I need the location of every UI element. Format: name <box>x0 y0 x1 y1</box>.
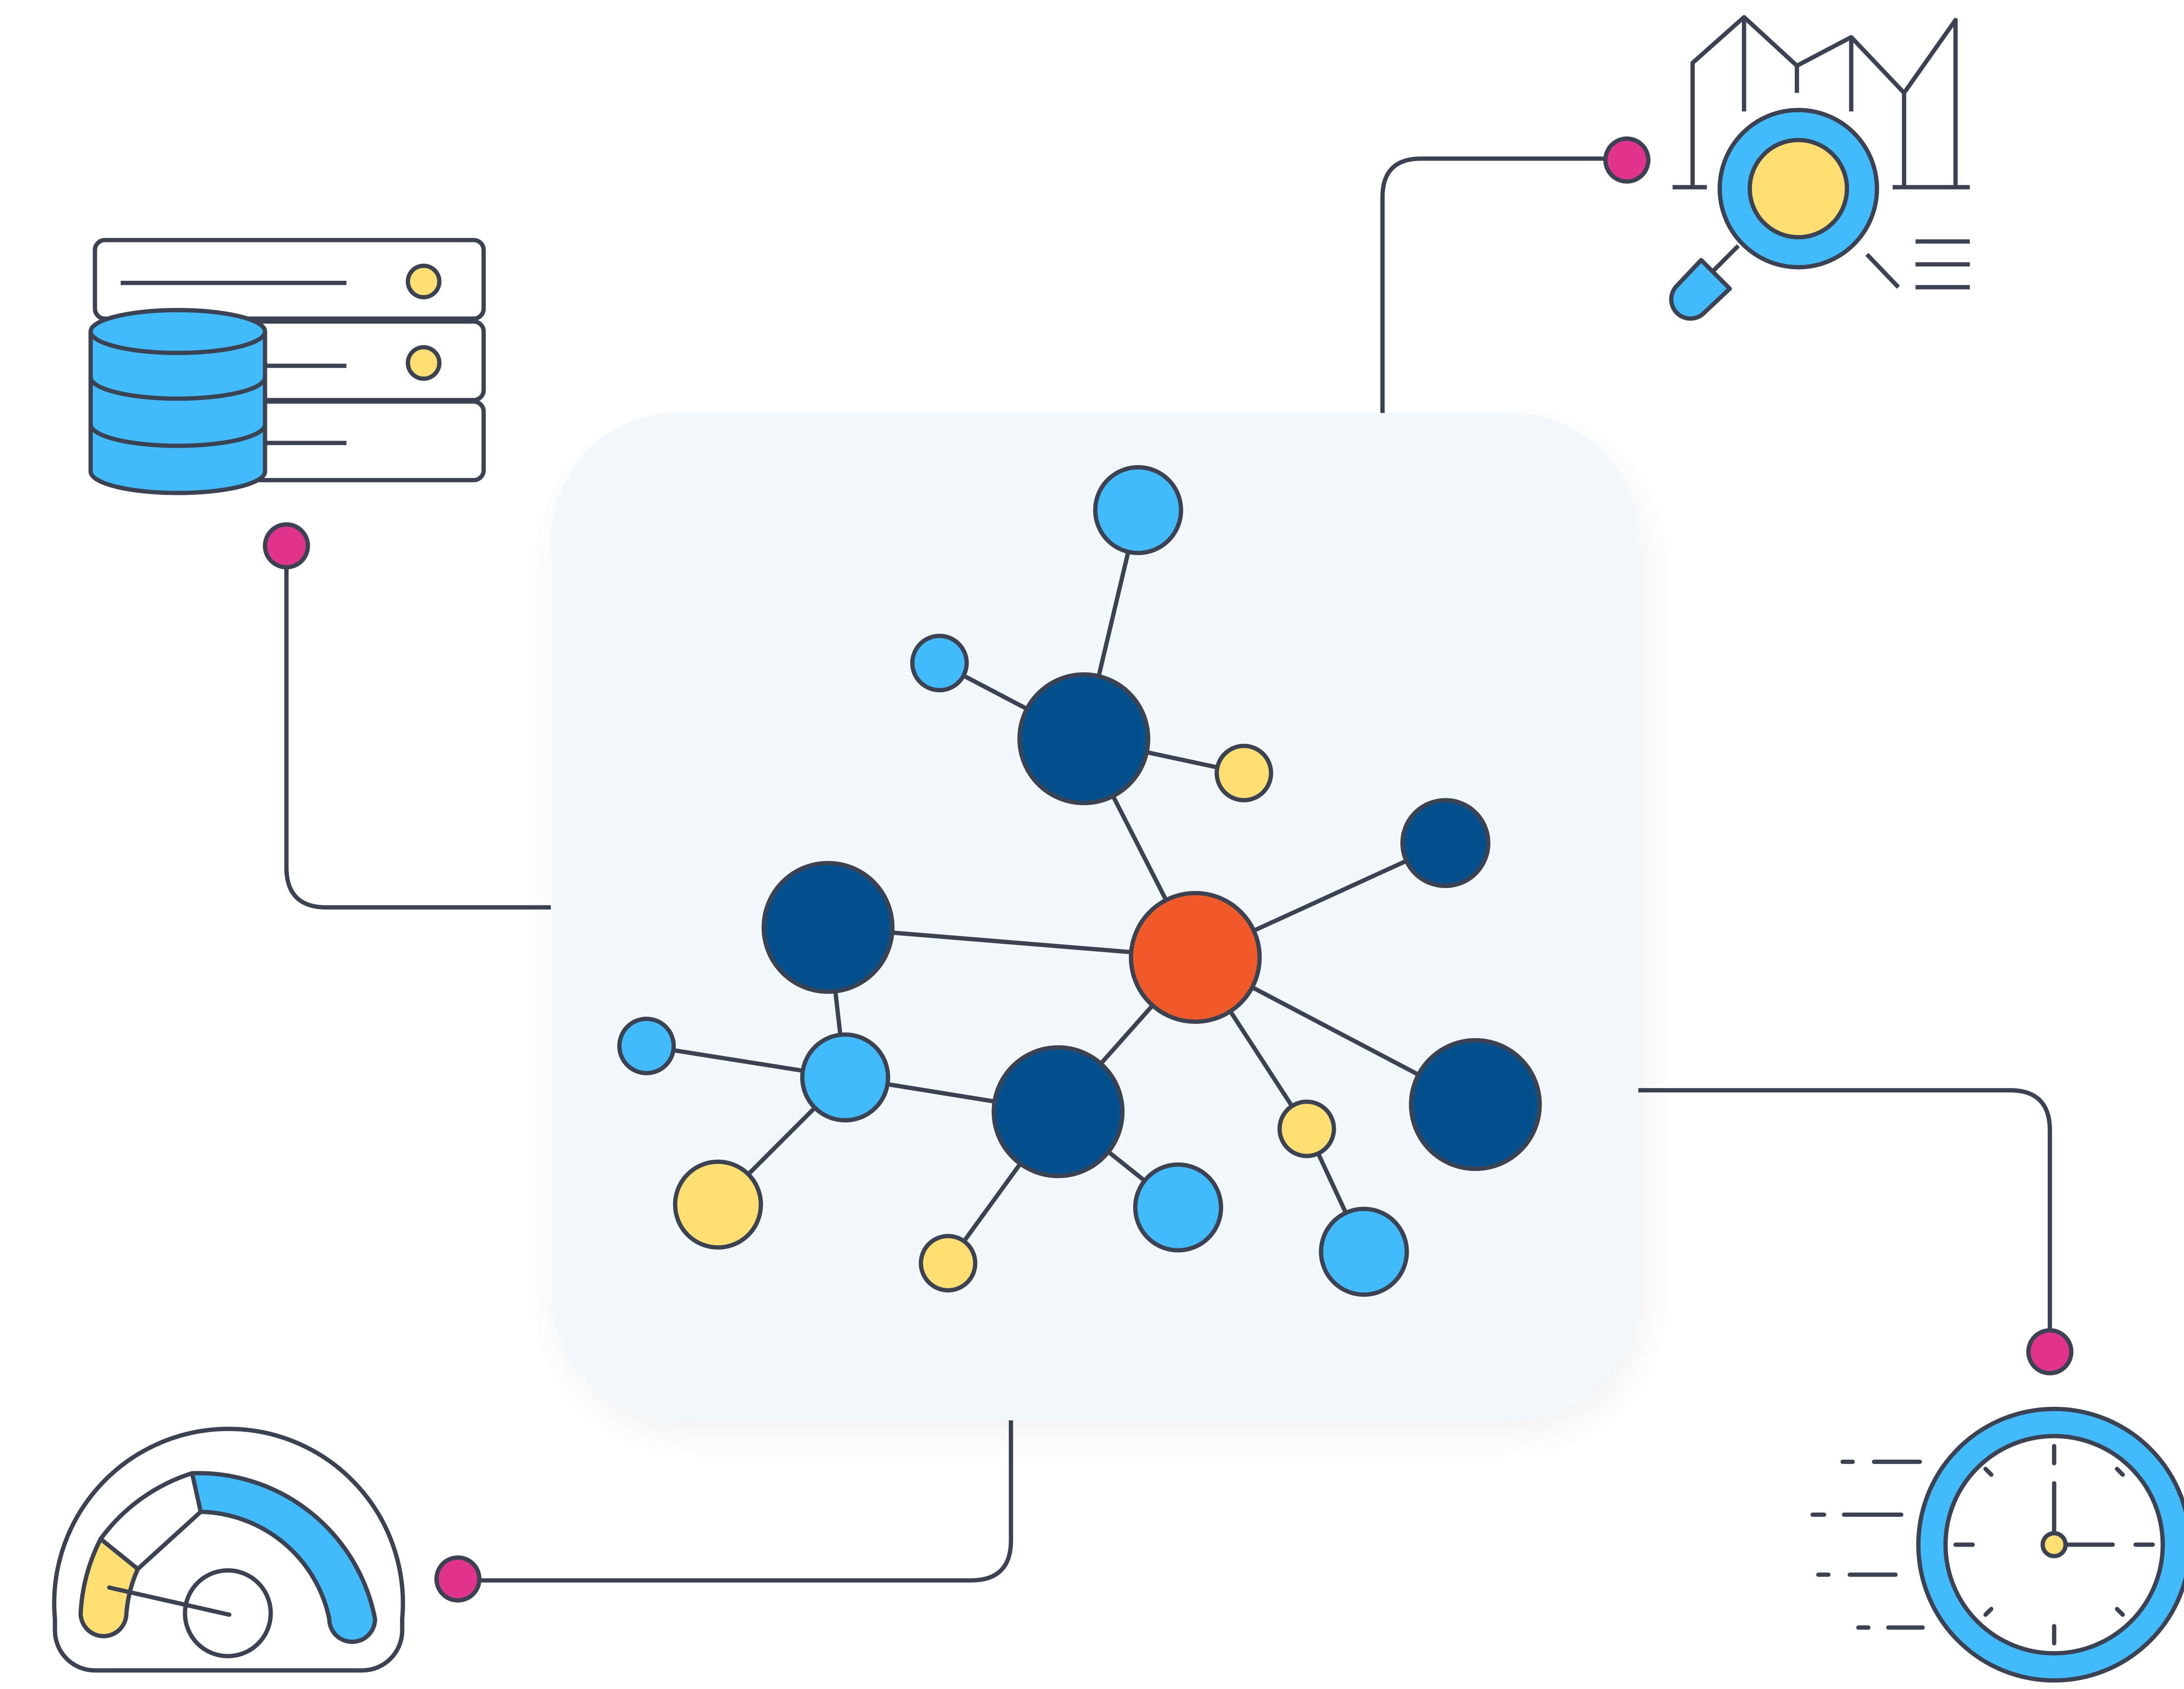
speedometer-gauge-icon <box>52 1426 405 1673</box>
node-mid-yellow <box>1277 1099 1336 1158</box>
node-left-navy <box>761 861 895 994</box>
node-top-left-hub <box>1017 672 1151 805</box>
node-bottom-navy <box>992 1045 1125 1178</box>
gauge-needle <box>107 1585 232 1617</box>
node-top-small-leaf <box>910 633 969 693</box>
node-far-left-sky <box>617 1016 676 1075</box>
node-right-navy-big <box>1409 1038 1542 1171</box>
magnifier-chart-icon <box>1669 15 1970 321</box>
connector-speed <box>458 1420 1013 1583</box>
node-top-yellow-leaf <box>1214 743 1273 802</box>
line-chart <box>1690 15 1958 187</box>
gauge-body <box>52 1426 405 1673</box>
server-led-1 <box>405 263 442 300</box>
database-cylinder <box>88 332 267 495</box>
stopwatch-center <box>2040 1531 2068 1558</box>
gauge-outline-arc <box>99 1471 193 1540</box>
dot-time <box>2026 1328 2073 1375</box>
dot-speed <box>434 1555 482 1603</box>
node-bottom-sky <box>1133 1162 1223 1253</box>
node-right-bottom-sky <box>1319 1206 1409 1297</box>
magnifier-lens <box>1747 138 1849 239</box>
network-panel <box>551 413 1638 1420</box>
connector-time <box>1638 1088 2052 1352</box>
node-right-navy-small <box>1400 798 1491 888</box>
server-rack-1 <box>93 238 486 321</box>
connector-dots <box>263 136 2073 1603</box>
magnifier-handle <box>1669 258 1732 321</box>
node-bottom-yellow <box>919 1234 978 1293</box>
database-server-icon <box>88 238 486 495</box>
node-left-sky <box>800 1032 890 1123</box>
dot-database <box>263 522 310 570</box>
network-graph-icon <box>617 465 1542 1297</box>
node-hub <box>1129 891 1262 1024</box>
connector-analytics <box>1380 156 1627 413</box>
node-left-yellow <box>673 1159 763 1250</box>
gauge-blue-arc <box>190 1471 377 1644</box>
connectors <box>284 156 2052 1583</box>
dot-analytics <box>1603 136 1651 184</box>
stopwatch-icon <box>1810 1406 2184 1683</box>
connector-database <box>284 546 551 910</box>
node-top-leaf <box>1093 465 1183 556</box>
server-led-2 <box>405 345 442 381</box>
